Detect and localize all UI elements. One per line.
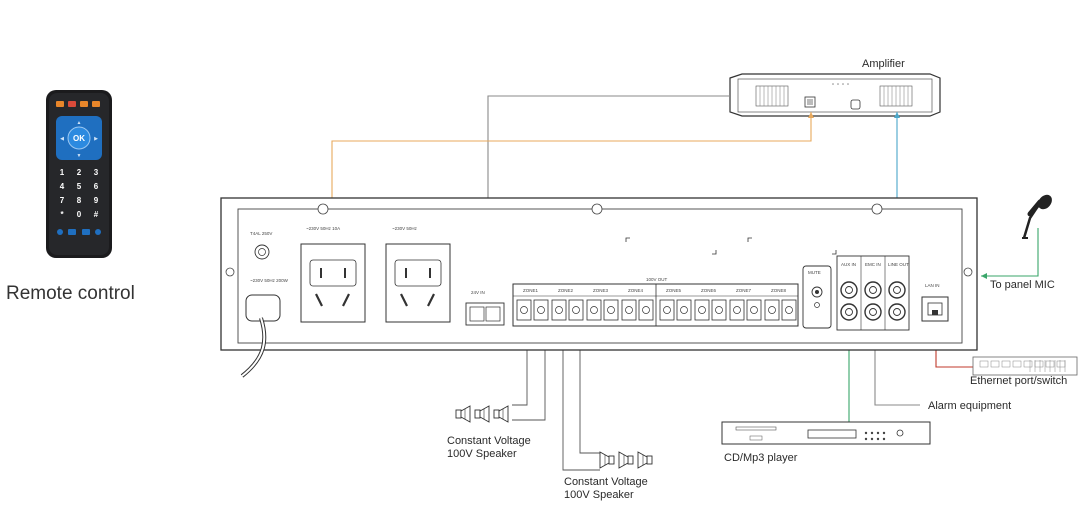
zone-label: ZONE3 [593, 288, 609, 293]
remote-key: 5 [77, 182, 82, 191]
horn-speaker-icon [618, 451, 634, 469]
line-out-label: LINE OUT [888, 262, 909, 267]
remote-ok-button [67, 126, 91, 150]
zone-label: ZONE8 [771, 288, 787, 293]
remote-key: * [60, 210, 64, 219]
ethernet-switch [972, 356, 1078, 376]
remote-control-label: Remote control [6, 283, 135, 304]
main-unit-rear-panel: T4AL 250V ~230V 50Hz 200W ~230V 50Hz 10A… [220, 197, 978, 378]
emc-in-label: EMC IN [865, 262, 881, 267]
remote-top-button-2 [68, 101, 76, 107]
speaker-1-label: Constant Voltage 100V Speaker [447, 435, 531, 461]
remote-key: 6 [94, 182, 99, 191]
remote-key: 9 [94, 196, 99, 205]
speaker-2-label: Constant Voltage 100V Speaker [564, 476, 648, 502]
out-label: 100V OUT [646, 277, 668, 282]
zone-label: ZONE1 [523, 288, 539, 293]
socket-1-label: ~230V 50Hz 10A [306, 226, 340, 231]
remote-key: 7 [60, 196, 65, 205]
horn-speaker-icon [637, 451, 653, 469]
speaker-1-label-line2: 100V Speaker [447, 448, 517, 460]
fuse-label: T4AL 250V [250, 231, 272, 236]
amplifier-unit [729, 73, 941, 117]
remote-key: 4 [60, 182, 65, 191]
cd-player-label: CD/Mp3 player [724, 452, 798, 464]
power-inlet [245, 294, 281, 322]
panel-mic-label: To panel MIC [990, 279, 1055, 291]
rca-jacks [840, 281, 906, 321]
svg-text:◀: ◀ [60, 136, 64, 142]
zone-label: ZONE6 [701, 288, 717, 293]
remote-keypad: 1 2 3 4 5 6 7 8 9 * 0 # [60, 168, 99, 219]
remote-control: OK ▲ ▼ ◀ ▶ 1 2 3 4 5 6 7 8 9 * 0 # [46, 90, 112, 258]
dc-in-label: 24V IN [471, 290, 485, 295]
zone-label: ZONE5 [666, 288, 682, 293]
aux-in-label: AUX IN [841, 262, 856, 267]
zone-labels: ZONE1 ZONE2 ZONE3 ZONE4 ZONE5 ZONE6 ZONE7 ZONE8 [523, 288, 787, 293]
horn-speaker-icon [455, 405, 471, 423]
remote-top-button-3 [80, 101, 88, 107]
svg-text:▲: ▲ [77, 120, 82, 126]
zone-label: ZONE2 [558, 288, 574, 293]
svg-text:▶: ▶ [94, 136, 98, 142]
remote-key: 0 [77, 210, 82, 219]
mute-label: MUTE [808, 270, 821, 275]
remote-ok-label: OK [73, 134, 85, 143]
zone-label: ZONE7 [736, 288, 752, 293]
remote-key: 8 [77, 196, 82, 205]
remote-key: # [94, 210, 99, 219]
remote-key: 2 [77, 168, 82, 177]
horn-speaker-icon [474, 405, 490, 423]
cd-player [721, 421, 931, 445]
speaker-2-label-line2: 100V Speaker [564, 489, 634, 501]
lan-in-label: LAN IN [925, 283, 940, 288]
speaker-1-label-line1: Constant Voltage [447, 435, 531, 447]
speaker-group-2 [599, 451, 653, 469]
alarm-equipment-label: Alarm equipment [928, 400, 1012, 412]
amp-power-switch [850, 99, 861, 110]
speaker-group-1 [455, 405, 509, 423]
horn-speaker-icon [599, 451, 615, 469]
remote-key: 1 [60, 168, 65, 177]
ethernet-label: Ethernet port/switch [970, 375, 1068, 387]
horn-speaker-icon [493, 405, 509, 423]
remote-top-button-1 [56, 101, 64, 107]
amplifier-label: Amplifier [862, 58, 905, 70]
wire-amp-gray [487, 95, 730, 225]
power-in-label: ~230V 50Hz 200W [250, 278, 289, 283]
remote-key: 3 [94, 168, 99, 177]
wire-speaker-2 [562, 318, 600, 471]
socket-2-label: ~230V 50Hz [392, 226, 418, 231]
microphone-icon [1022, 194, 1052, 239]
zone-terminals [516, 299, 797, 321]
zone-label: ZONE4 [628, 288, 644, 293]
speaker-2-label-line1: Constant Voltage [564, 476, 648, 488]
wire-panel-mic [981, 228, 1039, 277]
remote-top-button-4 [92, 101, 100, 107]
svg-text:▼: ▼ [77, 153, 82, 159]
